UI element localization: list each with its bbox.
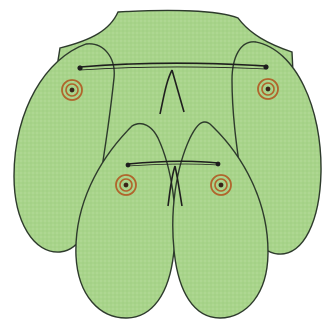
pin-upper-right (263, 64, 268, 69)
pin-lower-left (126, 163, 131, 168)
pin-lower-right (216, 162, 221, 167)
pin-upper-left (77, 65, 82, 70)
